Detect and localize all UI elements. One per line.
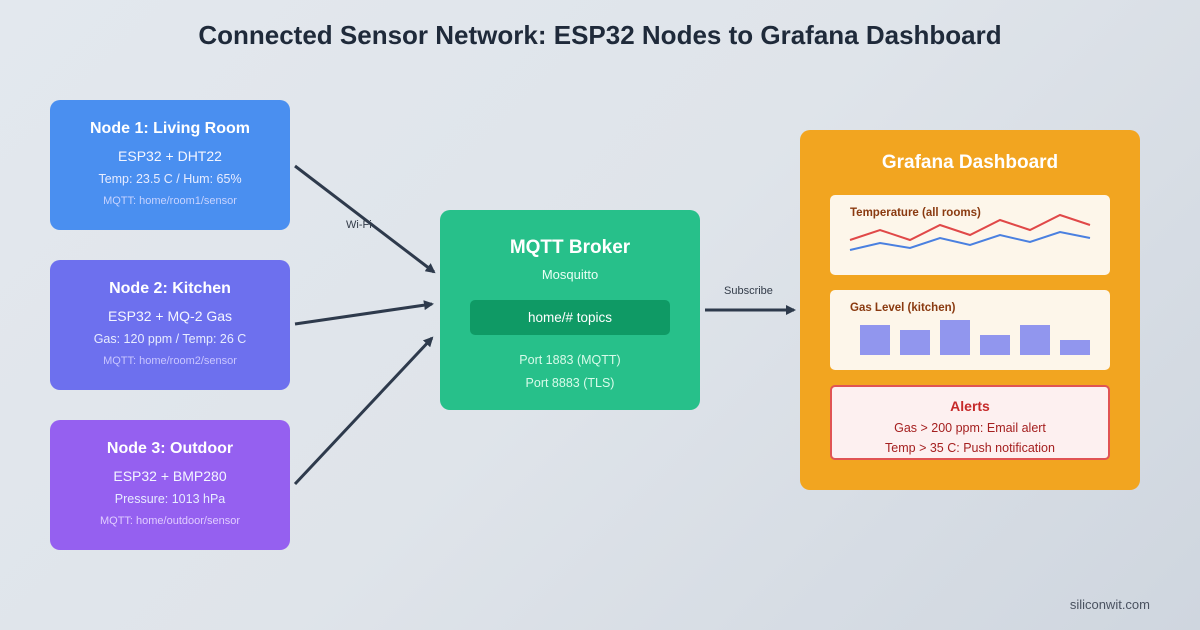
node-topic: MQTT: home/room2/sensor xyxy=(103,355,237,367)
broker-subtitle: Mosquitto xyxy=(541,267,599,282)
gas-panel: Gas Level (kitchen) xyxy=(830,290,1110,370)
gas-bar xyxy=(900,330,930,355)
gas-panel-title: Gas Level (kitchen) xyxy=(850,302,956,314)
node-title: Node 2: Kitchen xyxy=(109,280,231,297)
broker-title: MQTT Broker xyxy=(509,237,631,258)
broker-port-mqtt: Port 1883 (MQTT) xyxy=(519,353,621,367)
page-title: Connected Sensor Network: ESP32 Nodes to… xyxy=(198,20,1002,50)
broker-port-tls: Port 8883 (TLS) xyxy=(525,376,615,390)
alert-rule-temp: Temp > 35 C: Push notification xyxy=(885,441,1055,455)
node-title: Node 3: Outdoor xyxy=(106,440,234,457)
grafana-title: Grafana Dashboard xyxy=(881,152,1059,173)
temperature-panel-title: Temperature (all rooms) xyxy=(850,207,981,219)
node-hardware: ESP32 + MQ-2 Gas xyxy=(107,308,233,324)
arrow-node2-to-broker xyxy=(294,300,434,326)
broker-topics: home/# topics xyxy=(470,300,670,335)
node-reading: Gas: 120 ppm / Temp: 26 C xyxy=(93,332,247,346)
node-topic: MQTT: home/outdoor/sensor xyxy=(99,515,240,527)
gas-bar xyxy=(860,325,890,355)
node-reading: Temp: 23.5 C / Hum: 65% xyxy=(98,172,242,186)
node-living-room: Node 1: Living Room ESP32 + DHT22 Temp: … xyxy=(50,100,290,230)
temperature-line-red xyxy=(849,213,1091,242)
gas-bar xyxy=(980,335,1010,355)
node-topic: MQTT: home/room1/sensor xyxy=(103,195,237,207)
node-title: Node 1: Living Room xyxy=(90,120,250,137)
alerts-panel: Alerts Gas > 200 ppm: Email alert Temp >… xyxy=(830,385,1110,460)
subscribe-label: Subscribe xyxy=(724,285,773,297)
arrow-node3-to-broker xyxy=(293,336,434,486)
node-outdoor: Node 3: Outdoor ESP32 + BMP280 Pressure:… xyxy=(50,420,290,550)
temperature-sparkline xyxy=(849,213,1091,251)
gas-bar xyxy=(940,320,970,355)
gas-bar xyxy=(1020,325,1050,355)
node-hardware: ESP32 + DHT22 xyxy=(118,148,222,164)
grafana-dashboard: Grafana Dashboard Temperature (all rooms… xyxy=(800,130,1140,490)
gas-bar xyxy=(1060,340,1090,355)
arrow-node1-to-broker xyxy=(294,164,436,274)
gas-bar-chart xyxy=(860,320,1090,355)
temperature-panel: Temperature (all rooms) xyxy=(830,195,1110,275)
site-credit: siliconwit.com xyxy=(1069,597,1150,612)
node-reading: Pressure: 1013 hPa xyxy=(114,492,226,506)
node-hardware: ESP32 + BMP280 xyxy=(113,468,227,484)
alerts-title: Alerts xyxy=(950,398,990,414)
wifi-label: Wi-Fi xyxy=(346,219,372,231)
node-kitchen: Node 2: Kitchen ESP32 + MQ-2 Gas Gas: 12… xyxy=(50,260,290,390)
temperature-line-blue xyxy=(849,230,1091,251)
alert-rule-gas: Gas > 200 ppm: Email alert xyxy=(894,421,1046,435)
mqtt-broker: MQTT Broker Mosquitto home/# topics Port… xyxy=(440,210,700,410)
